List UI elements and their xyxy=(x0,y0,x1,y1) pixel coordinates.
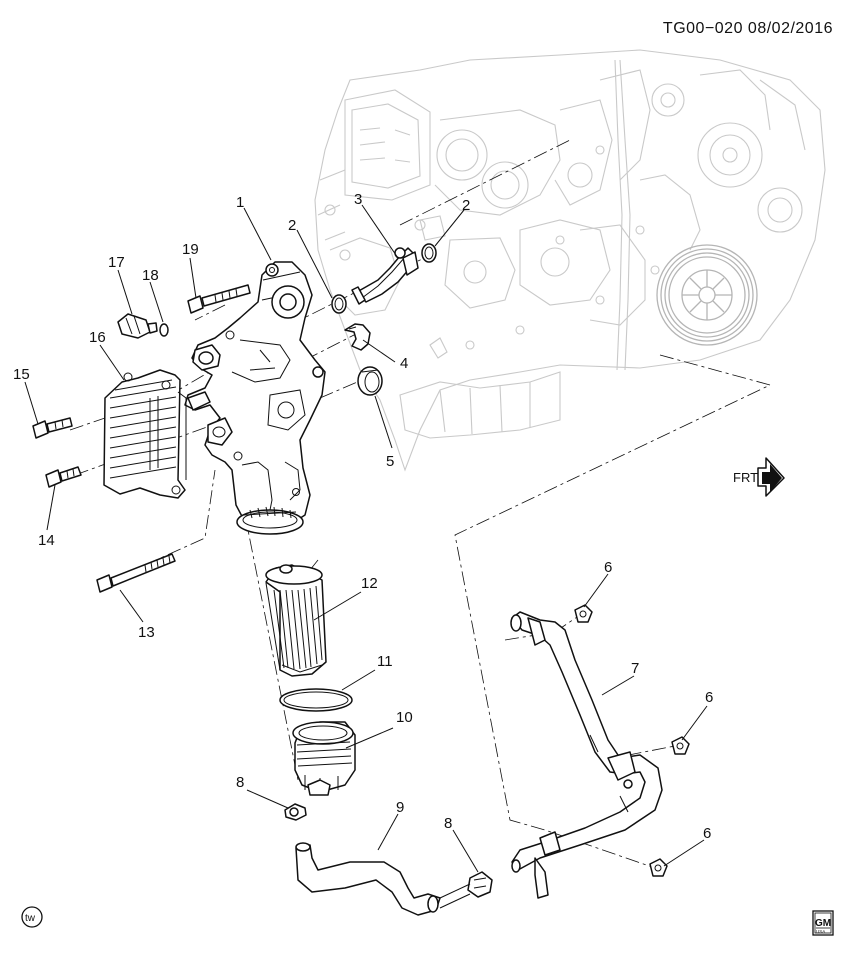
callout-6: 6 xyxy=(703,825,711,842)
callout-6: 6 xyxy=(604,559,612,576)
gm-logo: GM USA xyxy=(812,910,834,936)
clamp-8a xyxy=(284,803,307,821)
oil-filter-adapter-1 xyxy=(184,261,326,535)
oil-sensor-17 xyxy=(117,313,158,339)
bolt-6c xyxy=(649,858,668,877)
leader-lines xyxy=(24,204,708,873)
o-ring-2a xyxy=(331,294,347,314)
callout-2: 2 xyxy=(462,197,470,214)
gm-logo-sub: USA xyxy=(816,929,825,934)
callout-18: 18 xyxy=(142,267,159,284)
hose-9 xyxy=(295,842,471,916)
gm-logo-text: GM xyxy=(815,918,831,929)
clamp-8b xyxy=(467,871,493,898)
front-arrow-label: FRT xyxy=(733,470,758,485)
oil-tube-3 xyxy=(351,247,419,305)
bolt-6a xyxy=(574,604,593,623)
o-ring-2b xyxy=(421,243,437,263)
o-ring-11 xyxy=(279,688,353,712)
callout-2: 2 xyxy=(288,217,296,234)
bolt-14 xyxy=(45,466,82,488)
tw-badge-label: tw xyxy=(25,913,36,924)
oil-cooler-16 xyxy=(103,369,187,499)
bolt-15 xyxy=(32,417,73,439)
front-arrow: FRT xyxy=(733,457,785,497)
callout-15: 15 xyxy=(13,366,30,383)
callout-1: 1 xyxy=(236,194,244,211)
callout-13: 13 xyxy=(138,624,155,641)
document-id: TG00−020 08/02/2016 xyxy=(662,20,833,37)
callout-6: 6 xyxy=(705,689,713,706)
seal-5 xyxy=(357,366,383,396)
oil-filter-12 xyxy=(265,564,327,677)
filter-cap-10 xyxy=(292,721,356,796)
callout-17: 17 xyxy=(108,254,125,271)
callout-8: 8 xyxy=(236,774,244,791)
callout-5: 5 xyxy=(386,453,394,470)
o-ring-18 xyxy=(159,323,169,337)
seal-4 xyxy=(344,323,371,351)
callout-12: 12 xyxy=(361,575,378,592)
callout-9: 9 xyxy=(396,799,404,816)
crank-pulley xyxy=(656,244,758,346)
callout-16: 16 xyxy=(89,329,106,346)
callout-labels: 1 2 2 3 4 5 6 6 6 7 8 8 9 10 11 12 13 14… xyxy=(13,191,713,842)
callout-3: 3 xyxy=(354,191,362,208)
engine-block-outline xyxy=(314,49,826,472)
callout-14: 14 xyxy=(38,532,55,549)
callout-10: 10 xyxy=(396,709,413,726)
alignment-lines xyxy=(69,139,772,869)
callout-7: 7 xyxy=(631,660,639,677)
bolt-6b xyxy=(671,736,690,755)
callout-8: 8 xyxy=(444,815,452,832)
callout-11: 11 xyxy=(377,653,393,670)
bolt-19 xyxy=(187,284,251,314)
bolt-13 xyxy=(96,553,176,593)
callout-19: 19 xyxy=(182,241,199,258)
pipe-7 xyxy=(510,611,663,899)
tw-badge: tw xyxy=(21,906,43,928)
callout-4: 4 xyxy=(400,355,408,372)
